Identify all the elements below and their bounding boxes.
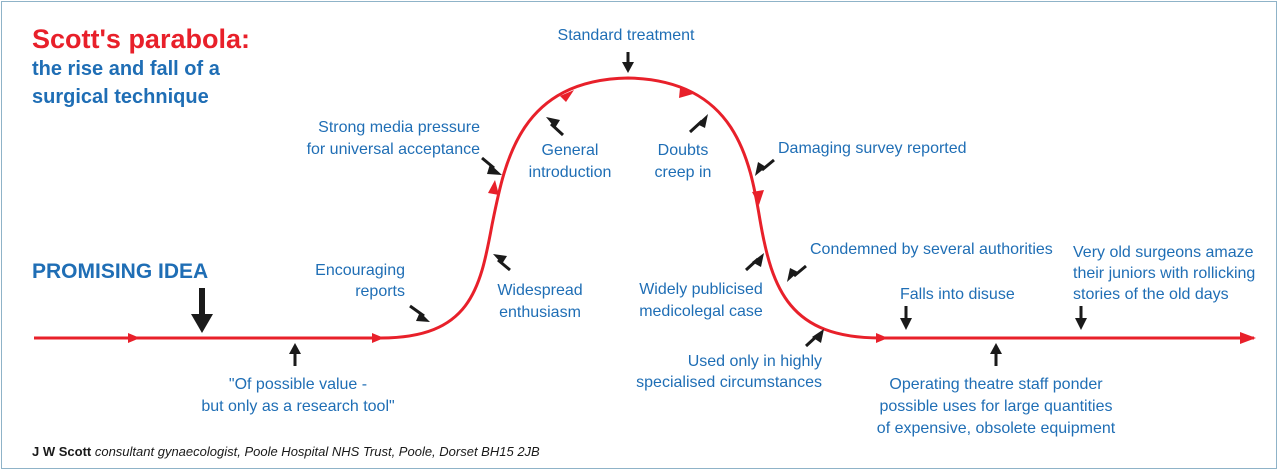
parabola-curve [34, 76, 1256, 344]
label-disuse: Falls into disuse [900, 286, 1015, 303]
label-medicolegal-1: Widely publicised [639, 281, 763, 298]
title-main: Scott's parabola: [32, 24, 250, 54]
credit-affiliation: consultant gynaecologist, Poole Hospital… [91, 444, 540, 459]
credit-line: J W Scott consultant gynaecologist, Pool… [32, 444, 540, 459]
label-surgeons-3: stories of the old days [1073, 286, 1229, 303]
label-encouraging-1: Encouraging [315, 262, 405, 279]
label-medicolegal-2: medicolegal case [639, 303, 763, 320]
label-media-1: Strong media pressure [318, 119, 480, 136]
stage-labels: "Of possible value - but only as a resea… [201, 27, 1255, 437]
label-possible-value-2: but only as a research tool" [201, 398, 394, 415]
label-survey: Damaging survey reported [778, 140, 967, 157]
label-standard: Standard treatment [558, 27, 696, 44]
label-doubts-2: creep in [655, 164, 712, 181]
label-surgeons-1: Very old surgeons amaze [1073, 244, 1254, 261]
label-theatre-1: Operating theatre staff ponder [889, 376, 1103, 393]
label-theatre-3: of expensive, obsolete equipment [877, 420, 1116, 437]
label-doubts-1: Doubts [658, 142, 709, 159]
label-condemned: Condemned by several authorities [810, 241, 1053, 258]
label-widespread-1: Widespread [497, 282, 582, 299]
label-encouraging-2: reports [355, 283, 405, 300]
label-widespread-2: enthusiasm [499, 304, 581, 321]
credit-author: J W Scott [32, 444, 92, 459]
title-sub-line1: the rise and fall of a [32, 58, 221, 80]
label-surgeons-2: their juniors with rollicking [1073, 265, 1255, 282]
indicator-arrows [191, 52, 1087, 366]
title-sub-line2: surgical technique [32, 86, 209, 108]
label-possible-value-1: "Of possible value - [229, 376, 367, 393]
label-specialised-1: Used only in highly [688, 353, 822, 370]
label-general-1: General [542, 142, 599, 159]
label-general-2: introduction [529, 164, 612, 181]
label-specialised-2: specialised circumstances [636, 374, 822, 391]
label-theatre-2: possible uses for large quantities [879, 398, 1112, 415]
direction-arrows [128, 88, 888, 343]
promising-idea-label: PROMISING IDEA [32, 260, 208, 283]
label-media-2: for universal acceptance [307, 141, 481, 158]
